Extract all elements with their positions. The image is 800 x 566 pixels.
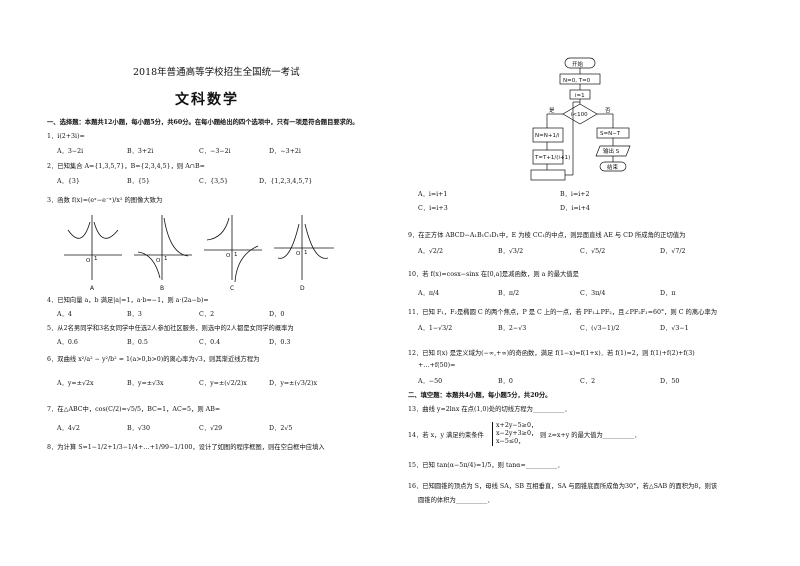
option-a: A．0.6 bbox=[57, 339, 78, 346]
fc-start: 开始 bbox=[572, 60, 584, 68]
option-d: D．50 bbox=[660, 378, 680, 385]
option-b: B．3+2i bbox=[127, 148, 154, 155]
option-c: C．(√3−1)/2 bbox=[580, 325, 620, 332]
fc-no: 否 bbox=[605, 107, 611, 114]
option-b: B．0.5 bbox=[127, 339, 148, 346]
fc-output: 输出 S bbox=[603, 147, 620, 155]
option-d: D．{1,2,3,4,5,7} bbox=[259, 178, 313, 185]
option-c: C．√29 bbox=[199, 425, 223, 432]
option-c: C．0.4 bbox=[199, 339, 221, 346]
svg-text:1: 1 bbox=[234, 252, 238, 258]
section1-intro: 一、选择题：本题共12小题，每小题5分，共60分。在每小题给出的四个选项中，只有… bbox=[47, 119, 359, 126]
option-c: C．3π/4 bbox=[580, 290, 606, 297]
svg-text:O: O bbox=[296, 251, 301, 257]
subject-title: 文科数学 bbox=[175, 92, 239, 108]
option-c: C．2 bbox=[199, 311, 215, 318]
option-c: C．y=±(√2/2)x bbox=[199, 380, 247, 387]
option-a: A．3−2i bbox=[57, 148, 84, 155]
option-d: D．i=i+4 bbox=[560, 205, 590, 212]
option-b: B．2−√3 bbox=[498, 325, 527, 332]
graph-label-d: D bbox=[300, 285, 305, 292]
q9-stem: 9．在正方体 ABCD−A₁B₁C₁D₁中，E 为棱 CC₁的中点，则异面直线 … bbox=[408, 232, 686, 239]
option-b: B．π/2 bbox=[498, 290, 520, 297]
svg-text:1: 1 bbox=[164, 256, 168, 262]
graph-label-a: A bbox=[90, 285, 95, 292]
option-a: A．−50 bbox=[418, 378, 443, 385]
option-a: A．4 bbox=[57, 311, 72, 318]
q11-stem: 11．已知 F₁，F₂是椭圆 C 的两个焦点，P 是 C 上的一点，若 PF₁⊥… bbox=[408, 309, 718, 316]
svg-text:O: O bbox=[226, 253, 231, 259]
option-a: A．4√2 bbox=[57, 425, 80, 432]
svg-text:O: O bbox=[156, 258, 161, 264]
q12-stem-cont: +…+f(50)= bbox=[418, 362, 456, 369]
constraint-2: x−2y+3≥0， bbox=[496, 429, 538, 437]
fc-init1: N=0, T=0 bbox=[563, 78, 591, 84]
graph-label-c: C bbox=[230, 285, 234, 292]
q14-stem: 14．若 x，y 满足约束条件 bbox=[408, 432, 484, 439]
q10-stem: 10．若 f(x)=cosx−sinx 在[0,a]是减函数，则 a 的最大值是 bbox=[408, 271, 579, 278]
constraint-3: x−5≤0， bbox=[496, 437, 525, 445]
left-column: 2018年普通高等学校招生全国统一考试 文科数学 一、选择题：本题共12小题，每… bbox=[47, 67, 359, 451]
svg-text:O: O bbox=[86, 258, 91, 264]
q15-stem: 15．已知 tan(α−5π/4)=1/5，则 tanα=__________． bbox=[408, 462, 564, 469]
option-d: D．−3+2i bbox=[269, 148, 301, 155]
option-a: A．1−√3/2 bbox=[418, 325, 453, 332]
q12-stem: 12．已知 f(x) 是定义域为(−∞,+∞)的奇函数，满足 f(1−x)=f(… bbox=[408, 350, 695, 357]
fc-s-calc: S=N−T bbox=[600, 131, 621, 137]
q14-tail: 则 z=x+y 的最大值为__________． bbox=[540, 432, 641, 439]
q14-constraints: x+2y−5≥0， x−2y+3≥0， x−5≤0， bbox=[492, 422, 537, 446]
option-b: B．√30 bbox=[127, 425, 150, 432]
svg-text:1: 1 bbox=[94, 256, 98, 262]
fc-yes: 是 bbox=[549, 107, 555, 114]
fc-n-update: N=N+1/i bbox=[535, 133, 560, 139]
svg-text:1: 1 bbox=[304, 250, 308, 256]
option-b: B．√3/2 bbox=[498, 248, 524, 255]
q4-stem: 4．已知向量 a，b 满足|a|=1，a·b=−1，则 a·(2a−b)= bbox=[47, 297, 209, 304]
option-b: B．3 bbox=[127, 311, 142, 318]
option-d: D．π bbox=[660, 290, 676, 297]
fc-t-update: T=T+1/(i+1) bbox=[534, 155, 570, 161]
constraint-1: x+2y−5≥0， bbox=[496, 422, 538, 429]
option-a: A．{3} bbox=[57, 178, 80, 185]
q8-flowchart: 开始 N=0, T=0 i=1 i<100 是 否 N=N+1/i T=T+1/… bbox=[530, 57, 631, 181]
q16-stem-cont: 圆锥的体积为__________． bbox=[418, 497, 494, 504]
option-d: D．2√5 bbox=[269, 425, 293, 432]
option-d: D．y=±(√3/2)x bbox=[269, 380, 318, 387]
option-d: D．√7/2 bbox=[660, 248, 686, 255]
graph-label-b: B bbox=[160, 285, 164, 292]
q7-stem: 7．在△ABC中，cos(C/2)=√5/5，BC=1，AC=5，则 AB= bbox=[47, 406, 221, 413]
q5-stem: 5．从2名男同学和3名女同学中任选2人参加社区服务，则选中的2人都是女同学的概率… bbox=[47, 325, 294, 332]
option-a: A．y=±√2x bbox=[57, 380, 94, 387]
option-b: B．0 bbox=[498, 378, 513, 385]
option-d: D．0 bbox=[269, 311, 285, 318]
option-a: A．π/4 bbox=[418, 290, 440, 297]
option-b: B．{5} bbox=[127, 178, 150, 185]
option-c: C．2 bbox=[580, 378, 596, 385]
fc-cond: i<100 bbox=[571, 112, 588, 118]
option-b: B．i=i+2 bbox=[560, 191, 590, 198]
exam-title: 2018年普通高等学校招生全国统一考试 bbox=[133, 67, 300, 78]
fc-end: 结束 bbox=[607, 163, 619, 171]
q6-stem: 6．双曲线 x²/a² − y²/b² = 1(a>0,b>0)的离心率为√3，… bbox=[47, 356, 260, 363]
q8-stem: 8．为计算 S=1−1/2+1/3−1/4+…+1/99−1/100，设计了如图… bbox=[47, 444, 325, 451]
q1-stem: 1．i(2+3i)= bbox=[47, 133, 85, 140]
option-c: C．√5/2 bbox=[580, 248, 606, 255]
option-c: C．i=i+3 bbox=[418, 205, 448, 212]
q13-stem: 13．曲线 y=2lnx 在点(1,0)处的切线方程为__________． bbox=[408, 406, 571, 413]
q16-stem: 16．已知圆锥的顶点为 S，母线 SA，SB 互相垂直，SA 与圆锥底面所成角为… bbox=[408, 483, 718, 490]
option-c: C．−3−2i bbox=[199, 148, 231, 155]
option-c: C．{3,5} bbox=[199, 178, 229, 185]
option-d: D．0.3 bbox=[269, 339, 291, 346]
section2-intro: 二、填空题：本题共4小题，每小题5分，共20分。 bbox=[408, 392, 552, 399]
option-a: A．i=i+1 bbox=[418, 191, 448, 198]
fc-init2: i=1 bbox=[575, 93, 585, 99]
q2-stem: 2．已知集合 A={1,3,5,7}，B={2,3,4,5}，则 A∩B= bbox=[47, 163, 205, 170]
right-column: 开始 N=0, T=0 i=1 i<100 是 否 N=N+1/i T=T+1/… bbox=[400, 0, 800, 566]
option-d: D．√3−1 bbox=[660, 325, 689, 332]
option-b: B．y=±√3x bbox=[127, 380, 164, 387]
q3-stem: 3．函数 f(x)=(eˣ−e⁻ˣ)/x² 的图像大致为 bbox=[47, 197, 163, 204]
option-a: A．√2/2 bbox=[418, 248, 443, 255]
